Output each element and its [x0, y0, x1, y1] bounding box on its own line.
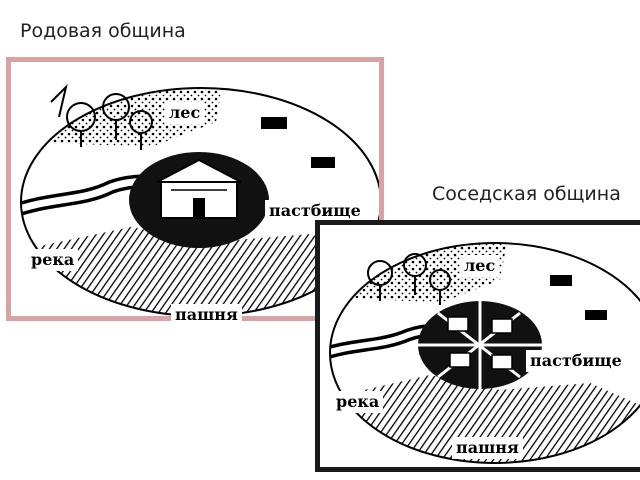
- neighbor-community-title: Соседская община: [432, 183, 621, 205]
- pasture-label: пастбище: [526, 350, 626, 372]
- clan-community-diagram: лес пастбище река пашня: [6, 57, 384, 326]
- neighbor-community-diagram: лес пастбище река пашня: [315, 220, 640, 472]
- forest-label: лес: [165, 102, 205, 124]
- clan-community-title: Родовая община: [20, 20, 186, 42]
- arable-label: пашня: [452, 437, 523, 459]
- livestock: [261, 117, 335, 168]
- livestock: [550, 275, 607, 320]
- arable-label: пашня: [171, 304, 242, 326]
- pasture-label: пастбище: [265, 200, 365, 222]
- river-label: река: [332, 391, 384, 413]
- trees: [367, 253, 451, 305]
- clan-community-illustration: [20, 83, 379, 316]
- river-label: река: [27, 249, 79, 271]
- houses: [447, 316, 513, 370]
- arable-land-area: [21, 227, 379, 316]
- forest-label: лес: [460, 255, 500, 277]
